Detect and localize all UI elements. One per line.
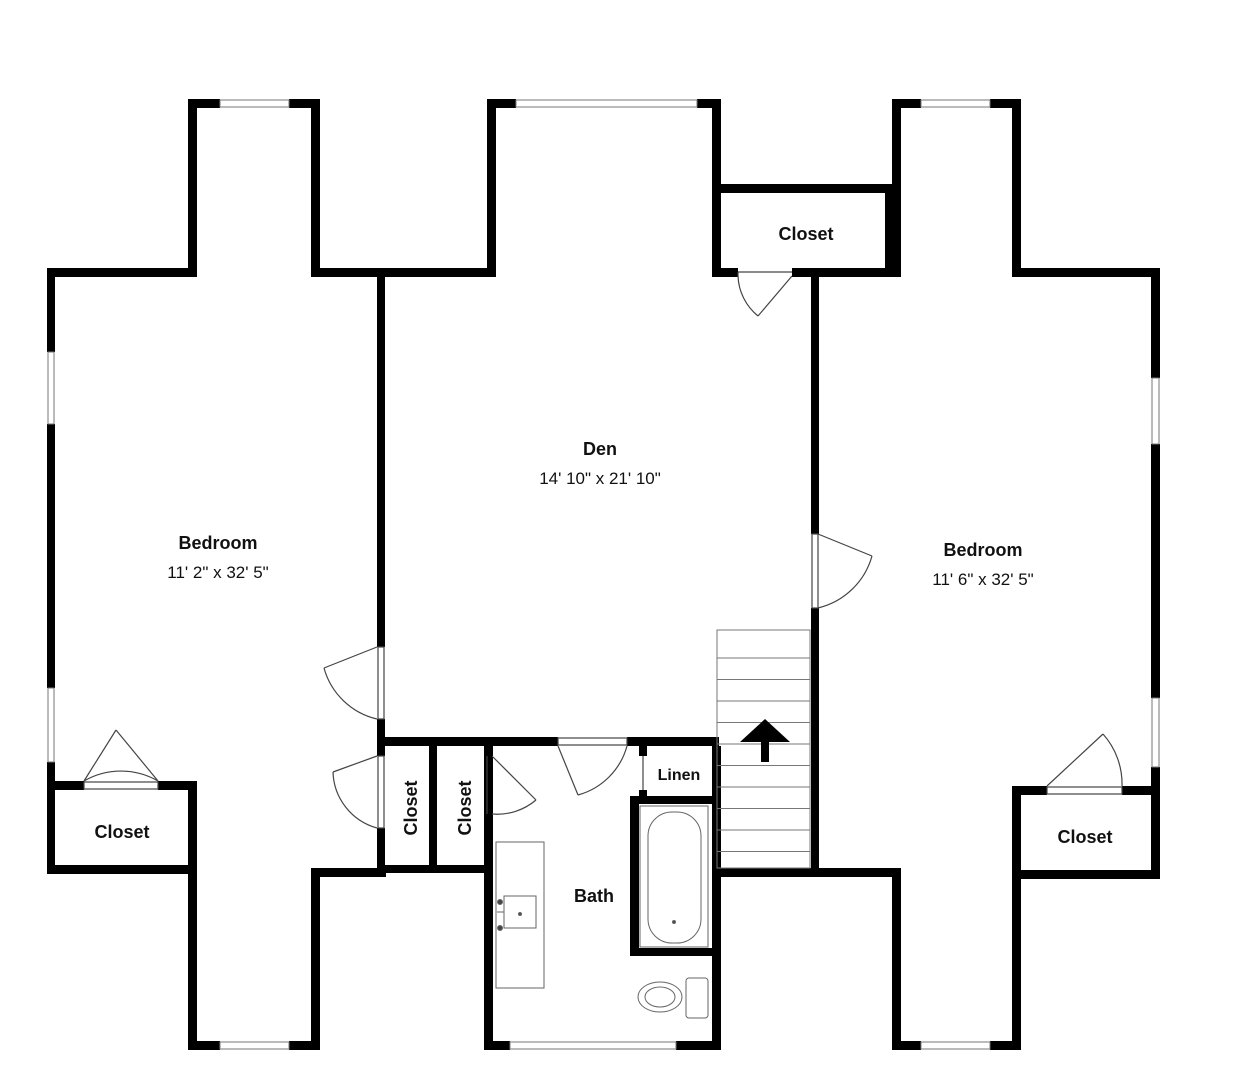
wall-den-top-b [697, 99, 721, 108]
wall-left-closet-top-b [158, 781, 197, 790]
wall-den-east-b [811, 608, 819, 870]
walls [47, 99, 1160, 1050]
window-left-bottom [219, 1041, 290, 1050]
stairs-outline [716, 629, 811, 869]
wall-den-top-a [487, 99, 516, 108]
wall-bath-west [484, 746, 493, 1050]
wall-right-wing-top-b [990, 99, 1021, 108]
wall-left-bottom-a [188, 1041, 220, 1050]
wall-tub-west [630, 800, 639, 956]
window-left-side-a [47, 351, 55, 425]
wall-bath-east [712, 746, 721, 1050]
wall-left-closet-east [188, 781, 197, 874]
wall-tub-bottom [630, 948, 720, 956]
room-label-bedroom-right: Bedroom [943, 540, 1022, 560]
window-right-top [920, 99, 991, 108]
door-left-closet[interactable] [83, 729, 159, 790]
wall-right-bottom-b [990, 1041, 1021, 1050]
wall-right-lower-east [1012, 870, 1021, 1050]
wall-closet-bottom-a [311, 868, 386, 877]
doors [83, 271, 1123, 829]
wall-den-east-a [811, 268, 819, 534]
wall-right-lower-west [892, 868, 901, 1050]
wall-right-closet-top-a [1012, 786, 1047, 795]
wall-left-closet-top-a [47, 781, 84, 790]
door-den-left-bedroom[interactable] [323, 646, 385, 720]
room-dims-bedroom-right: 11' 6" x 32' 5" [932, 570, 1033, 589]
bathtub-icon [639, 805, 709, 948]
wall-right-outer-b [1151, 444, 1160, 698]
room-label-bath: Bath [574, 886, 614, 906]
wall-bath-bottom-b [676, 1041, 721, 1050]
door-bath[interactable] [557, 737, 628, 796]
wall-linen-bottom [630, 796, 720, 804]
wall-top-connector-left [311, 268, 496, 277]
wall-left-bottom-b [289, 1041, 320, 1050]
wall-mid-closet-bottom [377, 865, 492, 873]
wall-den-west-c [377, 828, 385, 873]
wall-right-wing-top-a [892, 99, 921, 108]
room-label-den: Den [583, 439, 617, 459]
room-dims-bedroom-left: 11' 2" x 32' 5" [167, 563, 268, 582]
room-label-closet-mid-b: Closet [455, 780, 475, 835]
wall-left-outer-b [47, 424, 55, 688]
wall-closet-top-east [885, 184, 894, 277]
window-right-side-b [1151, 697, 1160, 768]
stairs [716, 629, 811, 869]
wall-linen-west-a [639, 746, 647, 756]
window-bath-bottom [509, 1041, 677, 1050]
window-right-bottom [920, 1041, 991, 1050]
wall-right-wing-east [1012, 99, 1021, 277]
wall-left-wing-east [311, 99, 320, 276]
wall-left-wing-top [188, 99, 220, 108]
wall-den-wing-west [487, 99, 496, 277]
wall-right-outer-a [1151, 268, 1160, 378]
wall-left-outer-c [47, 762, 55, 874]
up-arrow-icon [740, 719, 790, 762]
sink-icon [495, 841, 545, 989]
wall-right-wing-west [892, 99, 901, 277]
wall-left-lower-west [188, 865, 197, 1050]
door-den-right-bedroom[interactable] [811, 533, 873, 609]
wall-left-top [47, 268, 197, 277]
wall-closet-top-bottom-b [792, 268, 894, 277]
wall-den-bottom-a [377, 737, 558, 746]
room-label-linen: Linen [658, 767, 701, 784]
door-right-closet[interactable] [1046, 733, 1123, 795]
toilet-icon [637, 977, 709, 1019]
door-closet-top[interactable] [737, 271, 793, 317]
wall-closet-top-top [712, 184, 894, 193]
room-label-bedroom-left: Bedroom [178, 533, 257, 553]
wall-closet-top-bottom-a [712, 268, 738, 277]
wall-stair-bottom [712, 868, 894, 877]
wall-right-closet-west [1012, 786, 1021, 879]
windows [47, 99, 1160, 1050]
wall-left-outer-a [47, 268, 55, 352]
wall-left-lower-east [311, 868, 320, 1050]
wall-mid-closet-div-a [429, 746, 437, 873]
wall-right-outer-c [1151, 767, 1160, 879]
room-label-closet-mid-a: Closet [401, 780, 421, 835]
wall-right-top [1012, 268, 1160, 277]
window-left-top [219, 99, 290, 108]
wall-right-closet-top-b [1122, 786, 1160, 795]
wall-left-closet-bottom [47, 865, 197, 874]
room-label-closet-right: Closet [1057, 827, 1112, 847]
room-label-closet-left: Closet [94, 822, 149, 842]
wall-den-west-a [377, 268, 385, 647]
wall-bath-bottom-a [484, 1041, 510, 1050]
room-dims-den: 14' 10" x 21' 10" [539, 469, 661, 488]
door-mid-closet-a[interactable] [332, 755, 385, 829]
wall-right-bottom-a [892, 1041, 921, 1050]
wall-right-closet-bottom [1012, 870, 1160, 879]
window-den-top [515, 99, 698, 108]
door-mid-closet-b[interactable] [486, 755, 537, 815]
window-right-side-a [1151, 377, 1160, 445]
wall-left-wing-top-b [289, 99, 320, 108]
wall-left-wing-west [188, 99, 197, 276]
room-label-closet-top: Closet [778, 224, 833, 244]
wall-den-bottom-b [627, 737, 719, 746]
window-left-side-b [47, 687, 55, 763]
